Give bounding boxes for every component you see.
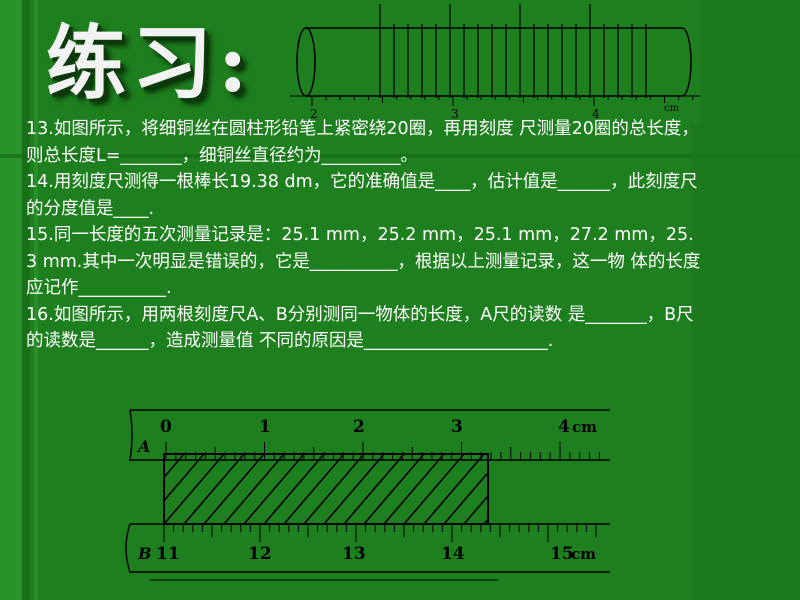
hatch-line [164,454,205,502]
problem-13: 13.如图所示，将细铜丝在圆柱形铅笔上紧密绕20圈，再用刻度 尺测量20圈的总长… [26,119,699,166]
hatch-line [383,454,445,524]
hatch-line [164,454,225,524]
hatch-line [363,454,425,524]
hatch-line [403,454,465,524]
coil-tick-label-3: 3 [451,107,459,121]
hatch-line [303,454,365,524]
coil-tick-label-2: 2 [310,107,318,121]
problem-15: 15.同一长度的五次测量记录是：25.1 mm，25.2 mm，25.1 mm，… [26,225,701,298]
ruler-b-unit: cm [571,545,596,563]
coil-ruler-ticks [311,96,694,106]
ruler-a-tick-3: 3 [451,417,463,437]
hatch-line [463,494,488,524]
hatch-line [223,454,285,524]
hatch-line [164,454,185,479]
hatch-line [323,454,385,524]
hatch-line [544,454,604,524]
hatch-line [343,454,405,524]
ruler-a-unit: cm [572,418,597,436]
ruler-a-ticks [165,442,600,460]
hatch-line [283,454,345,524]
ruler-b-label: B [137,544,152,563]
hatch-line [504,454,564,524]
hatch-line [243,454,305,524]
coil-windings [379,4,647,98]
ruler-b-ticks [163,524,597,542]
ruler-b-tick-12: 12 [248,544,272,564]
problem-list: 13.如图所示，将细铜丝在圆柱形铅笔上紧密绕20圈，再用刻度 尺测量20圈的总长… [26,116,706,355]
ruler-b-tick-14: 14 [441,544,465,564]
ruler-figure: A 0 1 2 3 4 cm B 11 12 13 14 15 cm [125,409,610,581]
ruler-a-label: A [136,437,150,456]
problem-16: 16.如图所示，用两根刻度尺A、B分别测同一物体的长度，A尺的读数 是_____… [26,304,694,352]
hatch-line [203,454,265,524]
hatch-line [423,454,485,524]
hatch-line [164,454,165,456]
hatch-line [183,454,245,524]
object-hatching [164,454,604,524]
ruler-a-tick-0: 0 [160,417,172,437]
slide-title: 练习: [46,16,254,110]
hatch-line [524,454,584,524]
ruler-b-tick-11: 11 [156,544,180,564]
coil-tick-label-4: 4 [592,107,600,121]
ruler-a-tick-2: 2 [353,417,365,437]
problem-14: 14.用刻度尺测得一根棒长19.38 dm，它的准确值是____，估计值是___… [26,172,698,219]
ruler-a-tick-1: 1 [259,417,271,437]
coil-unit-label: cm [664,103,680,114]
ruler-b-tick-13: 13 [342,544,366,564]
ruler-b-tick-15: 15 [550,544,574,564]
hatch-line [263,454,325,524]
hatch-line [443,471,488,524]
ruler-a-tick-4: 4 [558,417,570,437]
hatch-line [483,518,488,524]
coil-figure: 2 3 4 cm [290,0,700,124]
